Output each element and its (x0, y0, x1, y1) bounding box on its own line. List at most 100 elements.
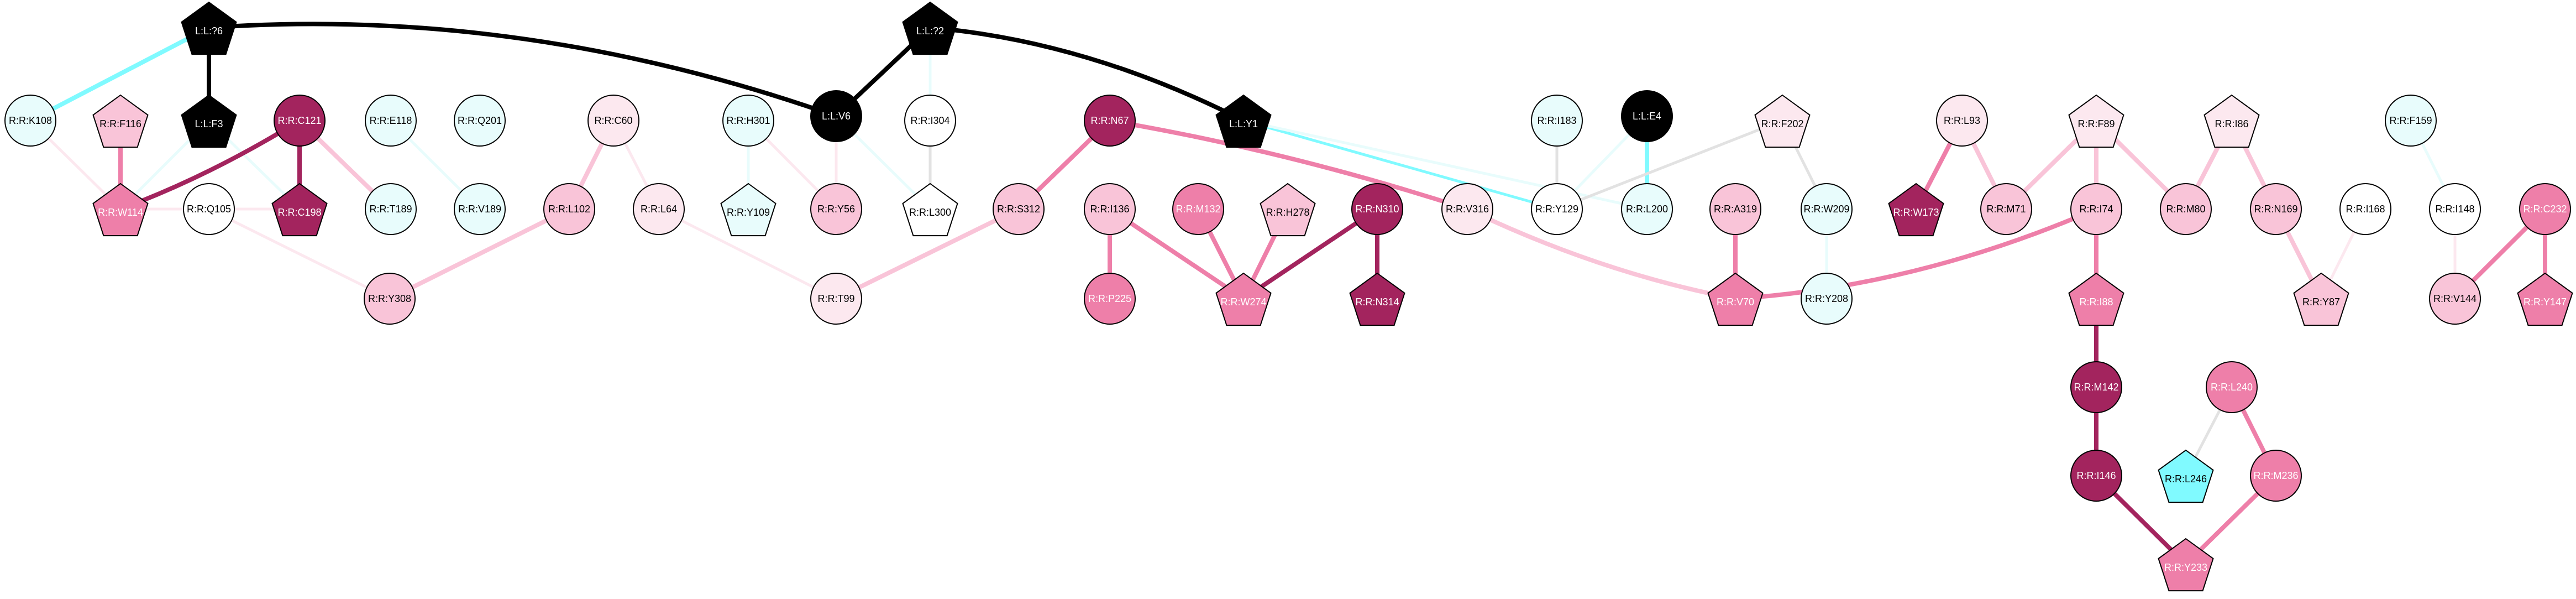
node-r-r-e118: R:R:E118 (365, 95, 417, 147)
node-r-r-y233: R:R:Y233 (2158, 538, 2214, 592)
node-label: L:L:V6 (822, 111, 851, 122)
node-label: R:R:Y233 (2164, 562, 2207, 573)
pentagon-node-shape (2158, 449, 2214, 503)
circle-node-shape (274, 95, 326, 147)
node-label: R:R:L93 (1944, 115, 1980, 126)
node-r-r-w209: R:R:W209 (1801, 183, 1853, 235)
node-r-r-f202: R:R:F202 (1754, 94, 1811, 148)
node-label: R:R:A319 (1714, 204, 1757, 215)
edge-r-r-s312-r-r-t99 (834, 207, 1021, 301)
node-label: R:R:L200 (1626, 204, 1668, 215)
node-label: R:R:L246 (2165, 473, 2207, 485)
edge-l-l-y1-r-r-y129 (1242, 119, 1559, 211)
circle-node-shape (2070, 183, 2122, 235)
node-r-r-n67: R:R:N67 (1084, 95, 1136, 147)
edge-r-r-f202-r-r-y129 (1555, 119, 1784, 211)
node-r-r-f159: R:R:F159 (2385, 95, 2437, 147)
circle-node-shape (543, 183, 595, 235)
node-label: R:R:W114 (98, 207, 143, 218)
node-r-r-m80: R:R:M80 (2160, 183, 2212, 235)
node-label: R:R:I74 (2079, 204, 2113, 215)
circle-node-shape (454, 95, 506, 147)
node-r-r-l300: R:R:L300 (902, 183, 958, 237)
node-r-r-v189: R:R:V189 (454, 183, 506, 235)
node-r-r-t189: R:R:T189 (365, 183, 417, 235)
node-r-r-q105: R:R:Q105 (183, 183, 235, 235)
node-r-r-q201: R:R:Q201 (454, 95, 506, 147)
node-r-r-l246: R:R:L246 (2158, 449, 2214, 503)
node-r-r-i183: R:R:I183 (1531, 95, 1583, 147)
node-r-r-y208: R:R:Y208 (1801, 273, 1853, 325)
node-r-r-y87: R:R:Y87 (2293, 272, 2349, 326)
node-l-l-e4: L:L:E4 (1621, 90, 1673, 142)
node-r-r-h301: R:R:H301 (722, 95, 774, 147)
node-label: R:R:I88 (2079, 296, 2113, 308)
node-label: R:R:Q201 (458, 115, 502, 126)
pentagon-node-shape (1215, 94, 1272, 148)
node-label: R:R:M132 (1176, 204, 1220, 215)
pentagon-node-shape (902, 183, 958, 237)
node-l-l-6: L:L:?6 (181, 1, 237, 55)
node-r-r-i86: R:R:I86 (2203, 94, 2260, 148)
node-label: R:R:N67 (1090, 115, 1129, 126)
node-label: R:R:M80 (2166, 204, 2205, 215)
edge-r-r-c121-r-r-w114 (118, 118, 302, 211)
node-r-r-l240: R:R:L240 (2206, 361, 2258, 413)
circle-node-shape (1936, 95, 1988, 147)
circle-node-shape (1621, 183, 1673, 235)
node-label: R:R:W173 (1893, 207, 1939, 218)
node-label: R:R:Y208 (1805, 293, 1848, 304)
circle-node-shape (2250, 183, 2302, 235)
node-label: R:R:V189 (458, 204, 501, 215)
node-label: R:R:N314 (1355, 296, 1399, 308)
node-label: R:R:Y308 (368, 293, 411, 304)
circle-node-shape (810, 90, 862, 142)
circle-node-shape (1801, 273, 1853, 325)
node-r-r-n314: R:R:N314 (1349, 272, 1405, 326)
circle-node-shape (1801, 183, 1853, 235)
node-label: R:R:I136 (1090, 204, 1129, 215)
node-r-r-m71: R:R:M71 (1980, 183, 2032, 235)
circle-node-shape (2429, 273, 2481, 325)
node-label: R:R:I146 (2076, 470, 2116, 481)
node-label: L:L:Y1 (1229, 118, 1258, 129)
node-r-r-m236: R:R:M236 (2250, 450, 2302, 502)
edge-r-r-i136-r-r-w274 (1108, 207, 1246, 301)
pentagon-node-shape (902, 1, 958, 55)
node-r-r-v70: R:R:V70 (1707, 272, 1764, 326)
circle-node-shape (1084, 95, 1136, 147)
pentagon-node-shape (1260, 183, 1316, 237)
edge-r-r-n310-r-r-w274 (1241, 207, 1379, 301)
circle-node-shape (633, 183, 685, 235)
pentagon-node-shape (2203, 94, 2260, 148)
pentagon-node-shape (1215, 272, 1272, 326)
node-label: R:R:I86 (2215, 118, 2248, 129)
circle-node-shape (454, 183, 506, 235)
node-label: R:R:Y129 (1535, 204, 1578, 215)
node-label: R:R:H278 (1266, 207, 1309, 218)
circle-node-shape (183, 183, 235, 235)
circle-node-shape (4, 95, 56, 147)
edge-l-l-y1-r-r-l200 (1242, 119, 1649, 211)
circle-node-shape (587, 95, 639, 147)
circle-node-shape (1980, 183, 2032, 235)
node-r-r-m142: R:R:M142 (2070, 361, 2122, 413)
circle-node-shape (810, 183, 862, 235)
edge-l-l-6-r-r-k108 (28, 25, 211, 123)
circle-node-shape (2206, 361, 2258, 413)
node-label: R:R:L300 (909, 207, 951, 218)
node-label: R:R:I148 (2435, 204, 2474, 215)
node-label: R:R:L64 (641, 204, 677, 215)
node-r-r-a319: R:R:A319 (1709, 183, 1761, 235)
node-r-r-i88: R:R:I88 (2068, 272, 2124, 326)
node-label: R:R:Y109 (727, 207, 770, 218)
circle-node-shape (2070, 450, 2122, 502)
pentagon-node-shape (181, 1, 237, 55)
node-l-l-f3: L:L:F3 (181, 94, 237, 148)
node-label: R:R:S312 (997, 204, 1040, 215)
node-r-r-y109: R:R:Y109 (720, 183, 777, 237)
circle-node-shape (2385, 95, 2437, 147)
node-label: R:R:Y87 (2302, 296, 2340, 308)
node-r-r-w114: R:R:W114 (92, 183, 149, 237)
pentagon-node-shape (2068, 272, 2124, 326)
